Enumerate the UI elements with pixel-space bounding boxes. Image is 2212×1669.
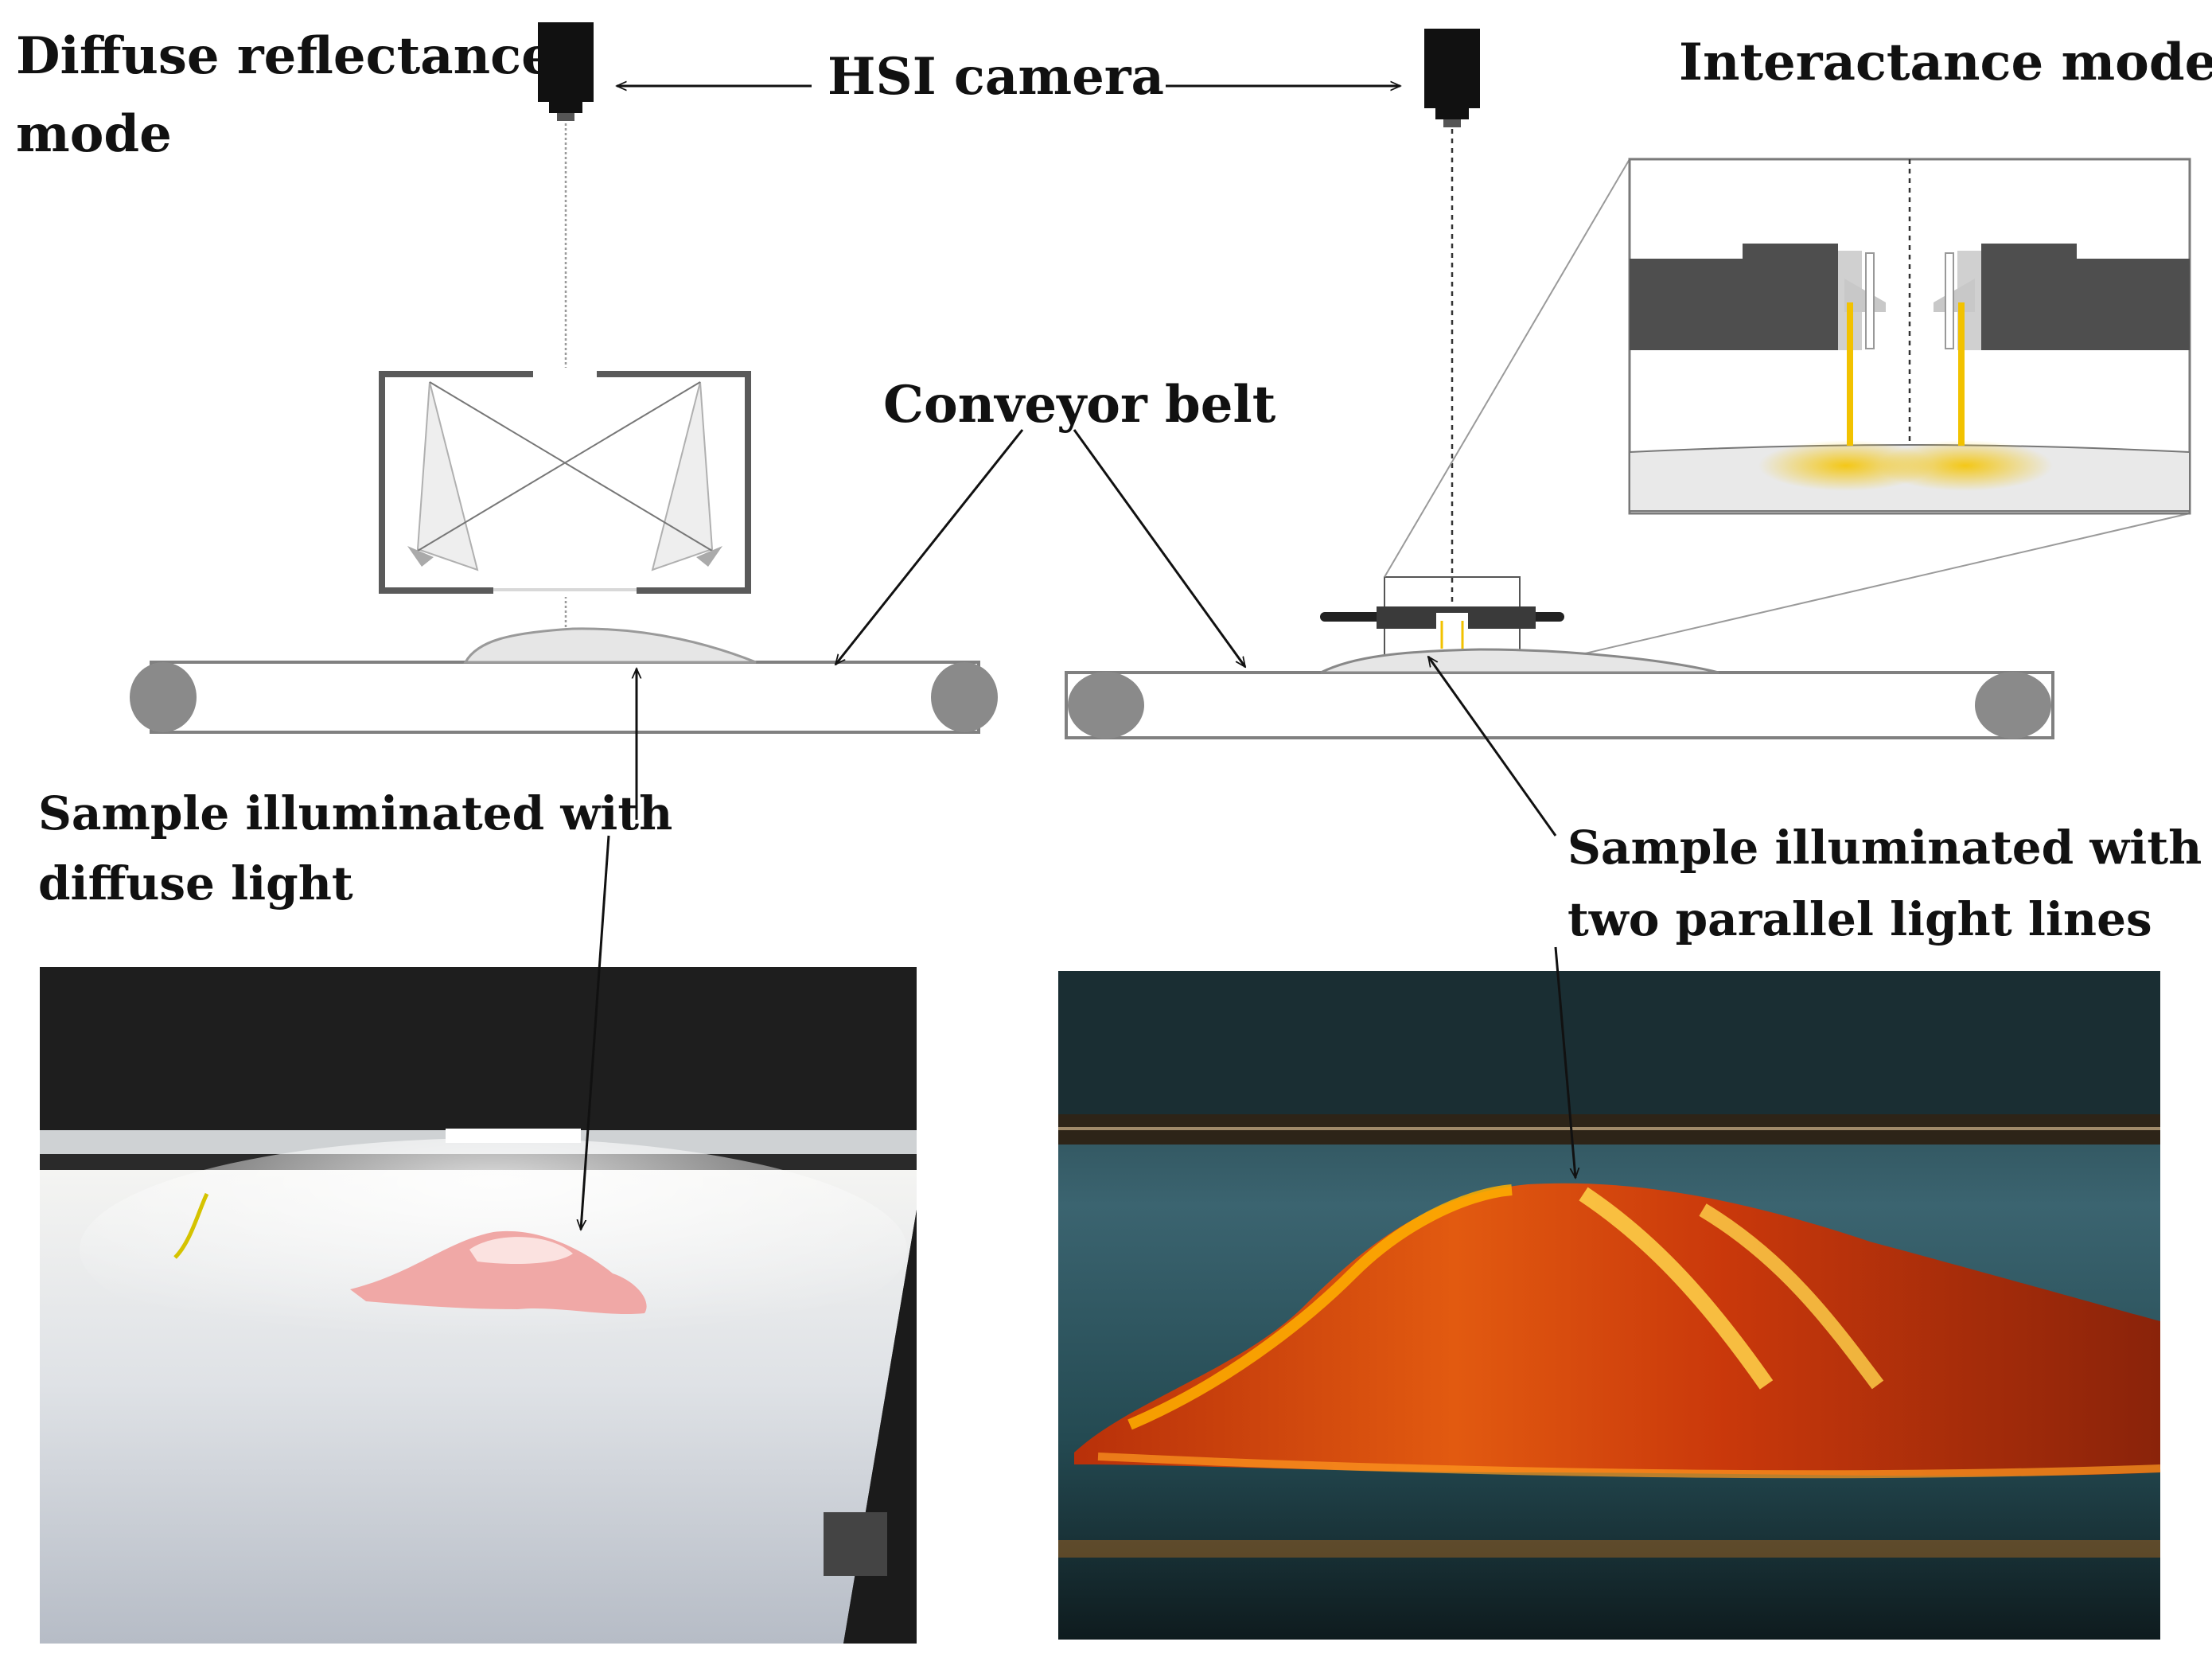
sample-diffuse-label-line2: diffuse light xyxy=(38,856,353,911)
sample-arrow-right-up xyxy=(1428,657,1557,836)
zoom-line-top xyxy=(1384,158,1630,578)
hsi-camera-label: HSI camera xyxy=(828,47,1164,107)
diffuse-sample-photo xyxy=(40,967,917,1644)
sample-arrow-left xyxy=(581,835,610,1230)
sample-diffuse-label-line1: Sample illuminated with xyxy=(38,786,672,840)
left-conveyor-belt xyxy=(130,627,998,734)
interactance-probe xyxy=(1320,576,1564,669)
diffuse-mode-title-line1: Diffuse reflectance xyxy=(16,26,554,86)
sample-parallel-label-line1: Sample illuminated with xyxy=(1567,821,2202,875)
conveyor-arrow-left xyxy=(835,429,1024,665)
zoom-line-bottom xyxy=(1519,513,2191,669)
conveyor-arrow-right xyxy=(1073,429,1245,667)
camera-right-icon xyxy=(1424,29,1480,127)
sample-parallel-label-line2: two parallel light lines xyxy=(1567,892,2152,946)
conveyor-belt-label: Conveyor belt xyxy=(883,375,1276,435)
sample-arrow-right-down xyxy=(1554,946,1575,1178)
diffuse-illumination-box xyxy=(379,368,751,597)
camera-left-icon xyxy=(538,22,594,121)
diffuse-mode-title-line2: mode xyxy=(16,104,172,164)
interactance-mode-title: Interactance mode xyxy=(1679,33,2212,92)
interactance-sample-photo xyxy=(1058,971,2161,1640)
right-conveyor-belt xyxy=(1065,648,2054,739)
interactance-detail-inset xyxy=(1628,158,2191,515)
